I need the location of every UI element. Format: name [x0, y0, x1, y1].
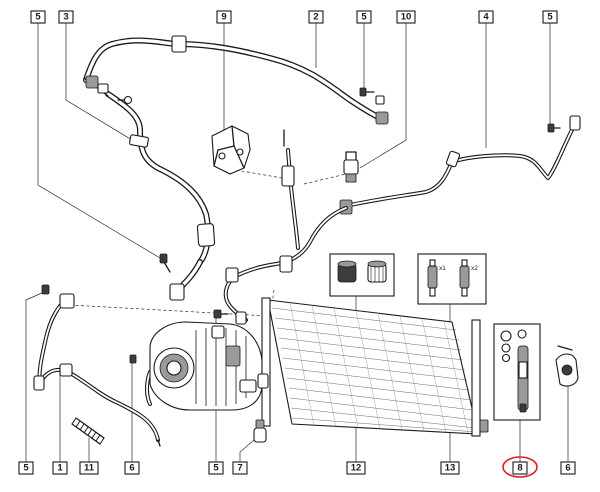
- svg-text:9: 9: [221, 12, 226, 23]
- svg-text:4: 4: [483, 12, 489, 23]
- svg-text:13: 13: [445, 463, 456, 474]
- callout-top-5-left[interactable]: 5: [30, 10, 46, 24]
- callout-bot-6[interactable]: 6: [124, 461, 140, 475]
- svg-text:5: 5: [35, 12, 41, 23]
- callout-top-5-right[interactable]: 5: [542, 10, 558, 24]
- callout-top-5-mid[interactable]: 5: [356, 10, 372, 24]
- callout-top-10[interactable]: 10: [396, 10, 416, 24]
- svg-text:6: 6: [565, 463, 570, 474]
- callout-bot-5-b[interactable]: 5: [208, 461, 224, 475]
- svg-text:6: 6: [129, 463, 134, 474]
- svg-text:11: 11: [84, 463, 95, 474]
- svg-text:8: 8: [517, 463, 522, 474]
- svg-text:3: 3: [63, 12, 68, 23]
- callout-top-2[interactable]: 2: [308, 10, 324, 24]
- part-4-pipe: [281, 115, 581, 250]
- part-7-plug: [253, 419, 267, 443]
- callout-bot-7[interactable]: 7: [232, 461, 248, 475]
- svg-text:5: 5: [361, 12, 367, 23]
- valve-qty-second: x2: [471, 265, 478, 272]
- part-10-pressure-sensor: [343, 151, 359, 183]
- callouts: 5 3 9 2 5 10 4 5: [18, 10, 576, 475]
- callout-top-9[interactable]: 9: [216, 10, 232, 24]
- callout-top-3[interactable]: 3: [58, 10, 74, 24]
- svg-text:5: 5: [547, 12, 553, 23]
- part-6-drier-plug: [555, 345, 579, 387]
- condenser: [257, 297, 489, 437]
- callout-bot-8[interactable]: 8: [512, 461, 528, 475]
- svg-text:2: 2: [313, 12, 318, 23]
- part-12-caps: [329, 253, 395, 297]
- part-9-bracket: [211, 125, 251, 175]
- part-1-pipe: [33, 284, 161, 447]
- svg-text:5: 5: [213, 463, 219, 474]
- part-2-upper-hose: [171, 35, 389, 125]
- compressor: [149, 321, 263, 411]
- svg-text:12: 12: [351, 463, 362, 474]
- svg-text:10: 10: [401, 12, 412, 23]
- part-3-suction-hose: [83, 37, 216, 301]
- callout-bot-1[interactable]: 1: [52, 461, 68, 475]
- svg-text:7: 7: [237, 463, 242, 474]
- svg-text:5: 5: [23, 463, 29, 474]
- svg-text:1: 1: [57, 463, 63, 474]
- valve-qty-first: x1: [439, 265, 446, 272]
- callout-bot-11[interactable]: 11: [79, 461, 99, 475]
- part-8-drier: [493, 323, 541, 421]
- lower-pipe: [213, 206, 348, 325]
- callout-bot-13[interactable]: 13: [440, 461, 460, 475]
- part-13-valves: x1 x2: [417, 253, 487, 305]
- callout-bot-6-right[interactable]: 6: [560, 461, 576, 475]
- part-11-sleeve: [71, 417, 105, 445]
- highlight-oval: [502, 456, 538, 478]
- callout-bot-5-a[interactable]: 5: [18, 461, 34, 475]
- callout-top-4[interactable]: 4: [478, 10, 494, 24]
- callout-bot-12[interactable]: 12: [346, 461, 366, 475]
